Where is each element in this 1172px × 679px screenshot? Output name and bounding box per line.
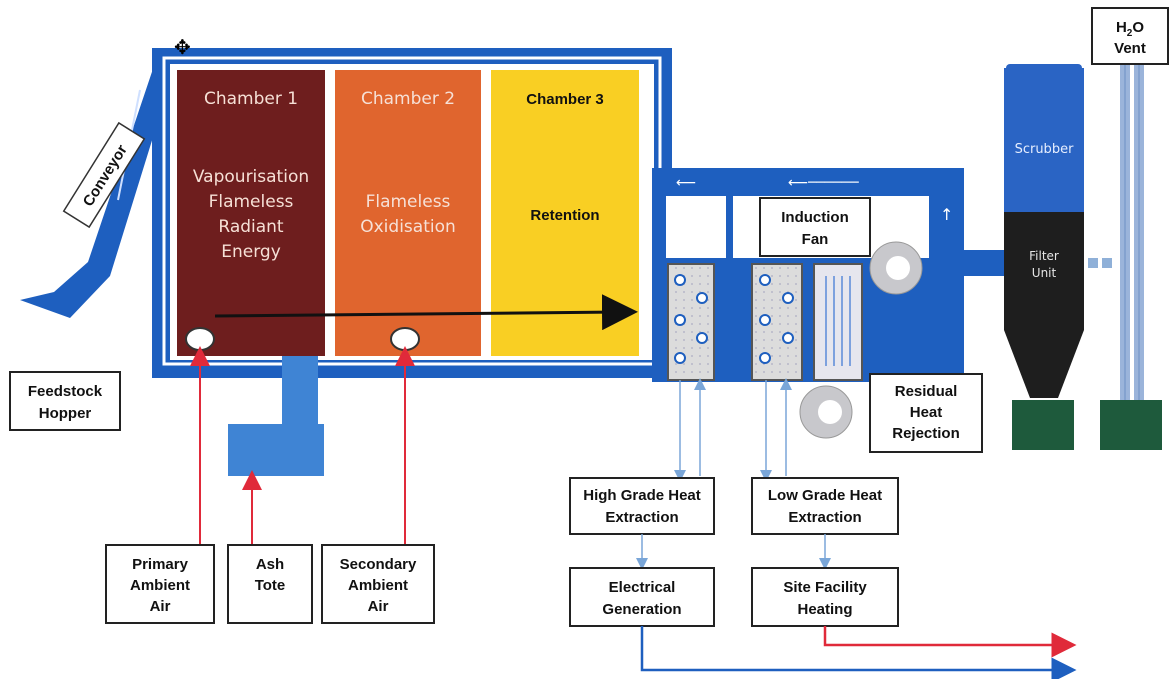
feedstock-box (9, 371, 121, 431)
secondary-air-inlet (390, 327, 420, 351)
secondary-air-box (321, 544, 435, 624)
vent-label: Vent (1114, 40, 1146, 57)
secondary-air-line-3: Air (368, 598, 389, 615)
chamber-1 (177, 70, 325, 356)
induction-fan-icon (869, 241, 923, 295)
vent-stack (1100, 58, 1162, 450)
chamber-1-line-4: Energy (221, 242, 281, 262)
vent-box (1091, 7, 1169, 65)
electrical-line-2: Generation (602, 601, 681, 618)
scrubber-label: Scrubber (1015, 142, 1074, 157)
heating-output-arrow (823, 626, 1077, 658)
residual-heat-line-3: Rejection (892, 425, 960, 442)
chamber-1-line-2: Flameless (209, 192, 294, 212)
residual-heat-box (869, 373, 983, 453)
chamber-3-line-1: Retention (530, 207, 599, 224)
svg-text:✥: ✥ (174, 35, 191, 59)
primary-air-box (105, 544, 215, 624)
scrubber-tower (1004, 64, 1084, 450)
low-grade-line-1: Low Grade Heat (768, 487, 882, 504)
ash-chute (282, 356, 318, 426)
ash-tote-line-2: Tote (255, 577, 286, 594)
primary-air-line-2: Ambient (130, 577, 190, 594)
svg-text:↑: ↑ (940, 205, 953, 224)
primary-air-line-1: Primary (132, 556, 189, 573)
chamber-1-line-1: Vapourisation (193, 167, 309, 187)
feedstock-line-1: Feedstock (28, 383, 103, 400)
residual-heat-line-2: Heat (910, 404, 943, 421)
residual-heat-radiator (813, 263, 863, 381)
svg-text:↑: ↑ (735, 205, 748, 224)
induction-fan-line-1: Induction (781, 209, 849, 226)
conveyor: Conveyor (20, 48, 180, 318)
low-grade-exchanger (751, 263, 803, 381)
primary-air-inlet (185, 327, 215, 351)
chamber-2-line-1: Flameless (366, 192, 451, 212)
high-grade-line-2: Extraction (605, 509, 678, 526)
chamber-1-title: Chamber 1 (204, 89, 298, 109)
secondary-air-line-1: Secondary (340, 556, 417, 573)
high-grade-exchanger (667, 263, 715, 381)
chamber-2 (335, 70, 481, 356)
svg-text:⟵: ⟵ (676, 175, 696, 191)
flow-arrow (214, 294, 638, 331)
chamber-1-line-3: Radiant (218, 217, 284, 237)
primary-air-line-3: Air (150, 598, 171, 615)
residual-fan-icon (799, 385, 853, 439)
site-heating-line-2: Heating (797, 601, 852, 618)
chamber-3-title: Chamber 3 (526, 91, 604, 108)
ash-tote-box (227, 544, 313, 624)
chamber-2-line-2: Oxidisation (360, 217, 456, 237)
induction-fan-box (759, 197, 871, 257)
filter-unit-line-2: Unit (1032, 266, 1057, 280)
feedstock-line-2: Hopper (39, 405, 92, 422)
filter-unit-line-1: Filter (1029, 249, 1059, 263)
residual-heat-line-1: Residual (895, 383, 958, 400)
ash-tote-bin (228, 424, 324, 476)
site-heating-line-1: Site Facility (783, 579, 867, 596)
ash-tote-line-1: Ash (256, 556, 284, 573)
secondary-air-line-2: Ambient (348, 577, 408, 594)
move-cursor-icon: ✥ (174, 35, 191, 59)
electrical-output-arrow (640, 626, 1077, 679)
high-grade-line-1: High Grade Heat (583, 487, 701, 504)
low-grade-line-2: Extraction (788, 509, 861, 526)
svg-text:⟵──────: ⟵────── (788, 175, 859, 191)
duct-to-scrubber (962, 250, 1008, 276)
induction-fan-line-2: Fan (802, 231, 829, 248)
electrical-line-1: Electrical (609, 579, 676, 596)
chamber-2-title: Chamber 2 (361, 89, 455, 109)
vent-formula: H2O (1116, 19, 1144, 39)
conveyor-label-box (62, 121, 146, 229)
